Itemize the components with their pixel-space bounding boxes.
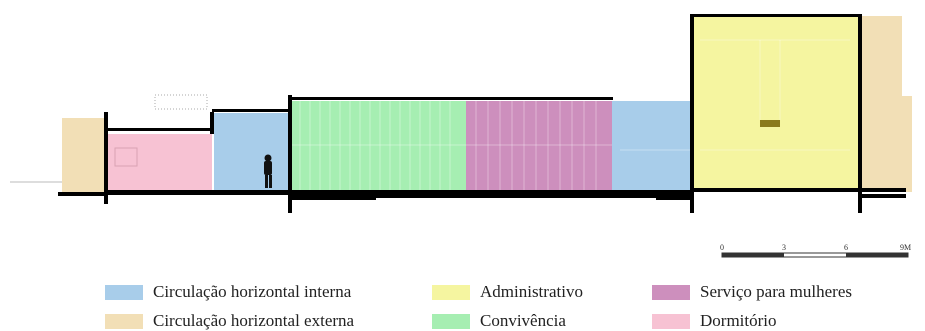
- zone-internal-circulation-1: [214, 113, 290, 191]
- person-silhouette-icon: [264, 154, 272, 188]
- roof-parapet: [154, 94, 208, 110]
- scale-tick-6: 6: [844, 243, 848, 252]
- dormitory-window: [114, 147, 138, 167]
- admin-detail: [760, 120, 780, 127]
- hatch-lines: [292, 39, 850, 190]
- zone-convivencia: [292, 101, 466, 192]
- zone-external-circulation-right: [862, 16, 902, 192]
- structure-walls: [58, 14, 906, 213]
- right-annex: [902, 96, 912, 192]
- scale-tick-9m: 9M: [900, 243, 911, 252]
- zone-internal-circulation-2: [612, 101, 692, 192]
- zone-servico-mulheres: [466, 101, 612, 192]
- scale-bar: 0 3 6 9M: [720, 243, 911, 258]
- zone-dormitory: [108, 134, 212, 190]
- zone-administrativo: [694, 16, 858, 190]
- zone-external-circulation-left: [62, 118, 106, 196]
- scale-tick-3: 3: [782, 243, 786, 252]
- scale-tick-0: 0: [720, 243, 724, 252]
